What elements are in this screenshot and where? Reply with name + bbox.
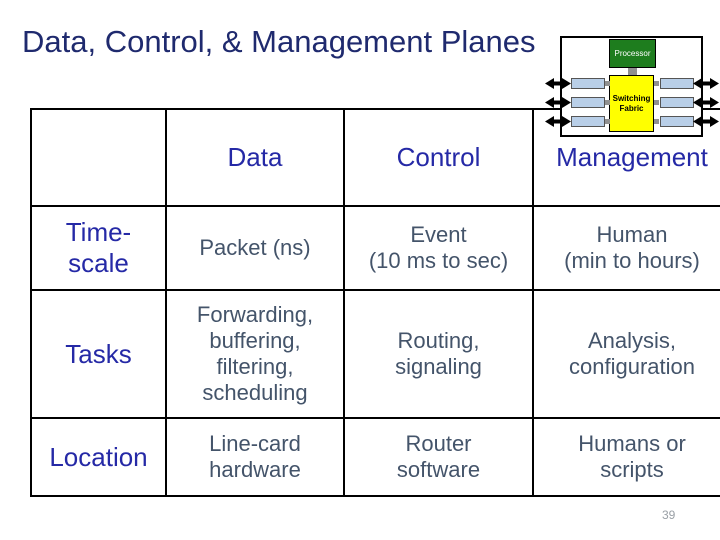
table-corner-cell xyxy=(30,108,167,207)
row-header-timescale: Time- scale xyxy=(30,205,167,291)
table-row-location: Location Line-card hardware Router softw… xyxy=(30,417,720,497)
processor-box: Processor xyxy=(609,39,656,68)
line-card xyxy=(660,78,694,89)
card-connector xyxy=(605,100,610,105)
card-connector xyxy=(654,100,659,105)
page-number: 39 xyxy=(662,508,676,522)
line-card xyxy=(571,97,605,108)
processor-connector xyxy=(628,68,637,75)
line-card xyxy=(571,78,605,89)
double-arrow-icon xyxy=(545,116,571,127)
cell-location-control: Router software xyxy=(343,417,534,497)
cell-tasks-management: Analysis, configuration xyxy=(532,289,720,419)
col-header-control: Control xyxy=(343,108,534,207)
table-row-timescale: Time- scale Packet (ns) Event (10 ms to … xyxy=(30,205,720,291)
cell-timescale-control: Event (10 ms to sec) xyxy=(343,205,534,291)
switching-fabric-box: Switching Fabric xyxy=(609,75,654,132)
line-card xyxy=(660,97,694,108)
cell-timescale-data: Packet (ns) xyxy=(165,205,345,291)
cell-tasks-data: Forwarding, buffering, filtering, schedu… xyxy=(165,289,345,419)
row-header-location: Location xyxy=(30,417,167,497)
line-card xyxy=(660,116,694,127)
cell-timescale-management: Human (min to hours) xyxy=(532,205,720,291)
slide-title: Data, Control, & Management Planes xyxy=(22,24,536,59)
card-connector xyxy=(605,119,610,124)
planes-table: Data Control Management Time- scale Pack… xyxy=(30,108,720,497)
double-arrow-icon xyxy=(693,97,719,108)
double-arrow-icon xyxy=(545,97,571,108)
double-arrow-icon xyxy=(693,116,719,127)
double-arrow-icon xyxy=(545,78,571,89)
line-card xyxy=(571,116,605,127)
card-connector xyxy=(605,81,610,86)
double-arrow-icon xyxy=(693,78,719,89)
cell-tasks-control: Routing, signaling xyxy=(343,289,534,419)
table-header-row: Data Control Management xyxy=(30,108,720,207)
card-connector xyxy=(654,81,659,86)
cell-location-data: Line-card hardware xyxy=(165,417,345,497)
cell-location-management: Humans or scripts xyxy=(532,417,720,497)
row-header-tasks: Tasks xyxy=(30,289,167,419)
card-connector xyxy=(654,119,659,124)
router-diagram: Processor Switching Fabric xyxy=(545,36,719,137)
col-header-data: Data xyxy=(165,108,345,207)
table-row-tasks: Tasks Forwarding, buffering, filtering, … xyxy=(30,289,720,419)
